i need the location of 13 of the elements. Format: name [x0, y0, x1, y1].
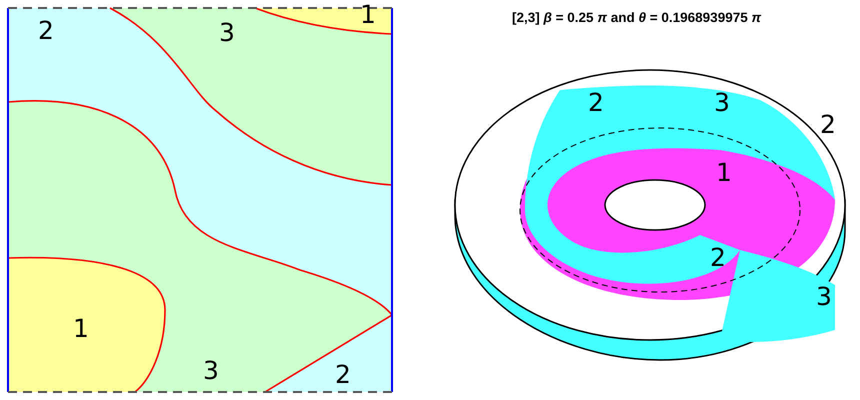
- region-number: 3: [219, 20, 235, 45]
- region-number: 1: [360, 2, 376, 27]
- region-number: 3: [816, 284, 832, 309]
- region-number: 2: [38, 18, 54, 43]
- chart-title: [2,3] β = 0.25 π and θ = 0.1968939975 π: [512, 10, 762, 25]
- region-number: 2: [820, 112, 836, 137]
- region-number: 2: [335, 362, 351, 387]
- region-number: 2: [710, 245, 726, 270]
- region-number: 3: [714, 90, 730, 115]
- region-number: 2: [588, 90, 604, 115]
- region-number: 1: [716, 160, 732, 185]
- region-number: 3: [203, 358, 219, 383]
- region-number: 1: [73, 316, 89, 341]
